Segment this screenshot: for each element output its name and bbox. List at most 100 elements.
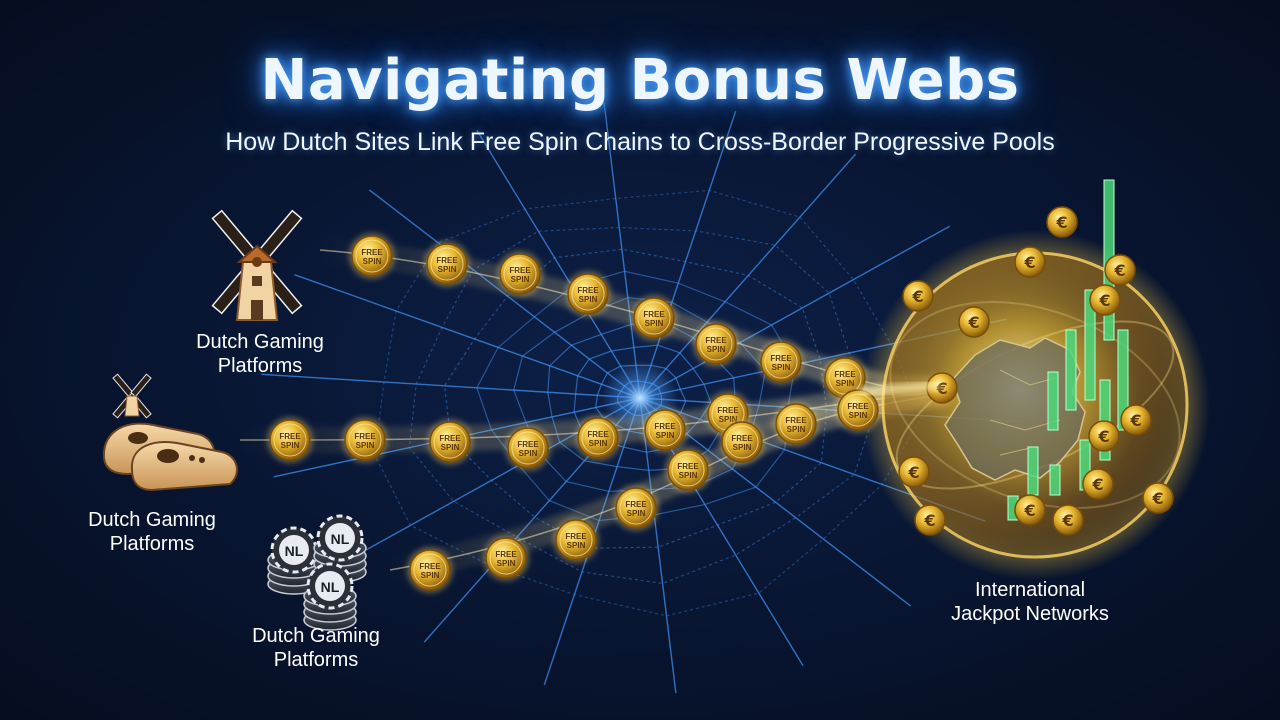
euro-symbol: € xyxy=(907,463,919,482)
euro-coin-icon: € xyxy=(914,504,946,536)
source-label-3: Dutch Gaming Platforms xyxy=(252,625,380,671)
euro-symbol: € xyxy=(923,511,935,530)
euro-coin-icon: € xyxy=(958,306,990,338)
coin-text-line1: FREE xyxy=(847,402,869,411)
nl-chip: NL xyxy=(313,514,367,583)
chip-text: NL xyxy=(331,531,350,547)
euro-coin-icon: € xyxy=(1089,284,1121,316)
coin-text-line1: FREE xyxy=(705,336,727,345)
euro-symbol: € xyxy=(1098,291,1110,310)
windmill-icon xyxy=(211,209,303,321)
euro-coin-icon: € xyxy=(902,280,934,312)
coin-text-line2: SPIN xyxy=(719,415,738,424)
coin-text-line1: FREE xyxy=(587,430,609,439)
euro-coins: €€€€€€€€€€€€€€€ xyxy=(898,206,1174,536)
euro-symbol: € xyxy=(1061,511,1073,530)
chip-text: NL xyxy=(285,543,304,559)
coin-text-line2: SPIN xyxy=(438,265,457,274)
clogs-windmill-icon xyxy=(102,373,238,492)
coin-text-line2: SPIN xyxy=(656,431,675,440)
coin-text-line2: SPIN xyxy=(787,425,806,434)
euro-coin-icon: € xyxy=(1014,246,1046,278)
growth-bar xyxy=(1117,329,1129,431)
euro-coin-icon: € xyxy=(1104,254,1136,286)
coin-text-line1: FREE xyxy=(625,500,647,509)
coin-text-line1: FREE xyxy=(517,440,539,449)
coin-text-line2: SPIN xyxy=(519,449,538,458)
page-subtitle: How Dutch Sites Link Free Spin Chains to… xyxy=(225,128,1055,156)
euro-symbol: € xyxy=(1091,475,1103,494)
growth-bar xyxy=(1027,446,1039,496)
coin-text-line2: SPIN xyxy=(733,443,752,452)
euro-coin-icon: € xyxy=(1014,494,1046,526)
coin-text-line2: SPIN xyxy=(356,441,375,450)
coin-text-line1: FREE xyxy=(785,416,807,425)
coin-text-line1: FREE xyxy=(436,256,458,265)
destination-label: International Jackpot Networks xyxy=(951,579,1109,625)
coin-text-line2: SPIN xyxy=(645,319,664,328)
coin-text-line2: SPIN xyxy=(363,257,382,266)
nl-chip: NL xyxy=(303,562,357,631)
euro-coin-icon: € xyxy=(1142,482,1174,514)
euro-symbol: € xyxy=(1023,501,1035,520)
coin-text-line2: SPIN xyxy=(497,559,516,568)
source-label-2: Dutch Gaming Platforms xyxy=(88,509,216,555)
coin-text-line1: FREE xyxy=(654,422,676,431)
coin-text-line1: FREE xyxy=(279,432,301,441)
coin-text-line1: FREE xyxy=(565,532,587,541)
source-label-1: Dutch Gaming Platforms xyxy=(196,331,324,377)
coin-text-line2: SPIN xyxy=(441,443,460,452)
growth-bar xyxy=(1084,289,1096,401)
euro-symbol: € xyxy=(1023,253,1035,272)
euro-coin-icon: € xyxy=(1088,420,1120,452)
flow-beam xyxy=(859,380,941,397)
coin-text-line2: SPIN xyxy=(281,441,300,450)
nl-chips-icon: NL NL NL xyxy=(267,514,367,631)
coin-text-line2: SPIN xyxy=(421,571,440,580)
coin-text-line1: FREE xyxy=(731,434,753,443)
coin-text-line2: SPIN xyxy=(849,411,868,420)
coin-text-line2: SPIN xyxy=(579,295,598,304)
growth-bar xyxy=(1049,464,1061,496)
coin-text-line1: FREE xyxy=(677,462,699,471)
euro-coin-icon: € xyxy=(898,456,930,488)
coin-text-line1: FREE xyxy=(495,550,517,559)
coin-text-line1: FREE xyxy=(439,434,461,443)
euro-coin-icon: € xyxy=(1052,504,1084,536)
euro-symbol: € xyxy=(1151,489,1163,508)
chip-text: NL xyxy=(321,579,340,595)
coin-text-line1: FREE xyxy=(577,286,599,295)
coin-text-line1: FREE xyxy=(770,354,792,363)
page-title: Navigating Bonus Webs xyxy=(260,48,1020,113)
euro-coin-icon: € xyxy=(1120,404,1152,436)
coin-text-line2: SPIN xyxy=(567,541,586,550)
coin-text-line2: SPIN xyxy=(627,509,646,518)
coin-text-line2: SPIN xyxy=(836,379,855,388)
growth-bar xyxy=(1099,379,1111,461)
growth-bar xyxy=(1047,371,1059,431)
euro-symbol: € xyxy=(1097,427,1109,446)
coin-text-line2: SPIN xyxy=(707,345,726,354)
euro-symbol: € xyxy=(1055,213,1067,232)
coin-text-line1: FREE xyxy=(354,432,376,441)
euro-symbol: € xyxy=(1113,261,1125,280)
euro-symbol: € xyxy=(967,313,979,332)
